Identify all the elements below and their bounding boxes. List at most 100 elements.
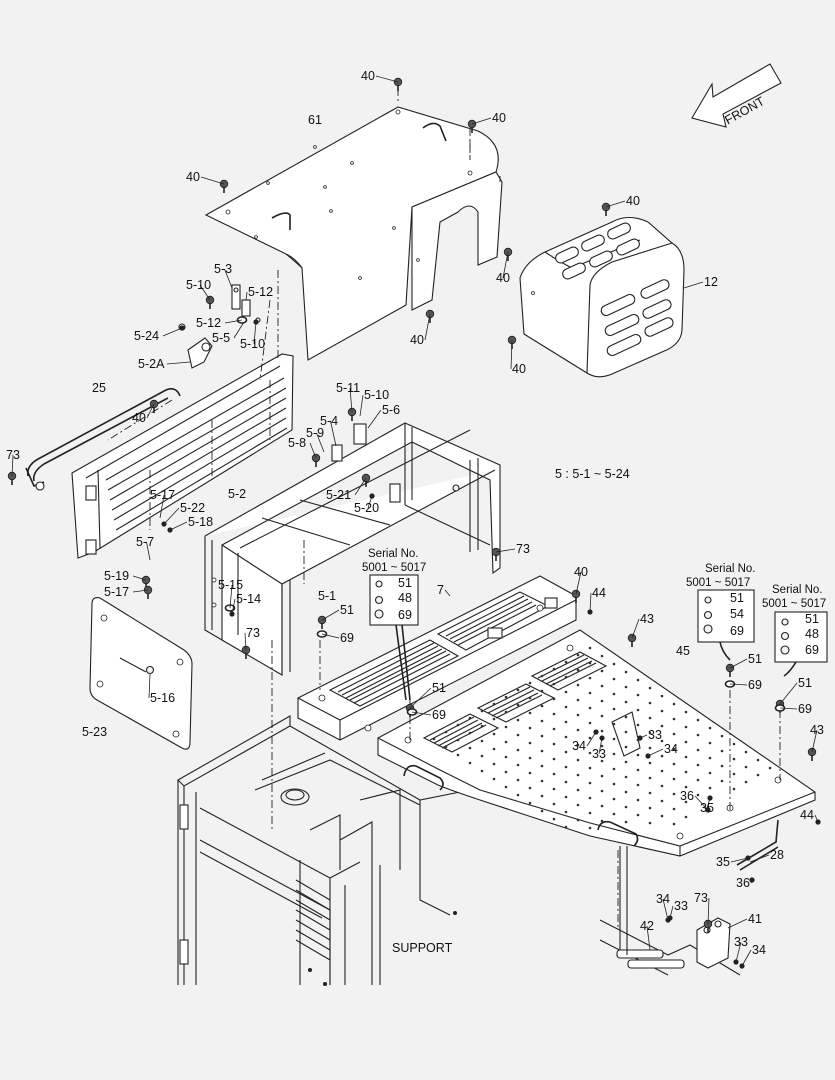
plate-hole xyxy=(588,826,592,830)
plate-hole xyxy=(492,702,496,706)
plate-hole xyxy=(720,779,724,783)
part-callout-label: 44 xyxy=(592,586,606,600)
callout-leader xyxy=(321,633,340,639)
plate-hole xyxy=(600,759,604,763)
plate-hole xyxy=(696,763,700,767)
plate-hole xyxy=(588,766,592,770)
plate-hole xyxy=(576,773,580,777)
plate-hole xyxy=(720,764,724,768)
plate-hole xyxy=(528,726,532,730)
part-callout-label: 73 xyxy=(246,626,260,640)
plate-hole xyxy=(648,791,652,795)
part-callout-label: 34 xyxy=(752,943,766,957)
plate-hole xyxy=(708,726,712,730)
serial-box-range: 5001 ~ 5017 xyxy=(362,562,426,574)
plate-hole xyxy=(648,716,652,720)
plate-hole xyxy=(600,729,604,733)
plate-hole xyxy=(588,706,592,710)
plate-hole xyxy=(576,683,580,687)
callout-leader xyxy=(309,442,317,459)
callout-leader xyxy=(683,281,704,289)
callout-leader xyxy=(224,268,233,289)
plate-hole xyxy=(696,718,700,722)
callout-leader xyxy=(605,200,626,208)
serial-box-1: Serial No. 5001 ~ 5017 51 48 69 xyxy=(362,548,426,701)
plate-hole xyxy=(456,738,460,742)
callout-leader xyxy=(316,432,325,453)
part-callout-label: 35 xyxy=(700,801,714,815)
plate-hole xyxy=(624,730,628,734)
plate-hole xyxy=(672,762,676,766)
plate-hole xyxy=(648,731,652,735)
part-callout-label: 5-12 xyxy=(196,316,221,330)
plate-hole xyxy=(480,709,484,713)
serial-box-title: Serial No. xyxy=(705,563,756,575)
plate-hole xyxy=(588,811,592,815)
plate-hole xyxy=(648,761,652,765)
plate-hole xyxy=(612,737,616,741)
plate-hole xyxy=(600,744,604,748)
frame xyxy=(204,422,501,676)
plate-hole xyxy=(504,785,508,789)
part-callout-label: 33 xyxy=(648,728,662,742)
plate-hole xyxy=(516,778,520,782)
plate-hole xyxy=(636,768,640,772)
part-callout-label: 73 xyxy=(516,542,530,556)
part-callout-label: 5-9 xyxy=(306,426,324,440)
callout-leader xyxy=(367,409,382,429)
callout-leader xyxy=(598,737,603,755)
plate-hole xyxy=(540,779,544,783)
slot-row xyxy=(422,651,608,753)
plate-hole xyxy=(504,770,508,774)
part-callout-label: 5-17 xyxy=(104,585,129,599)
part-callout-label: 45 xyxy=(676,644,690,658)
callout-leader xyxy=(162,327,183,337)
support-frame xyxy=(177,715,471,986)
plate-hole xyxy=(576,728,580,732)
part-callout-label: 40 xyxy=(496,271,510,285)
plate-hole xyxy=(588,676,592,680)
plate-hole xyxy=(612,722,616,726)
part-callout-label: 5-12 xyxy=(248,285,273,299)
plate-hole xyxy=(588,661,592,665)
plate-hole xyxy=(528,711,532,715)
plate-hole xyxy=(588,736,592,740)
callout-leader xyxy=(375,75,399,83)
plate-hole xyxy=(564,750,568,754)
plate-hole xyxy=(600,804,604,808)
range-note: 5 : 5-1 ~ 5-24 xyxy=(555,467,630,481)
plate-hole xyxy=(612,752,616,756)
floor-plate-main xyxy=(377,629,816,857)
plate-hole xyxy=(600,774,604,778)
plate-hole xyxy=(708,741,712,745)
plate-hole xyxy=(564,660,568,664)
part-callout-label: 5-10 xyxy=(186,278,211,292)
part-callout-label: 51 xyxy=(432,681,446,695)
plate-hole xyxy=(648,686,652,690)
plate-hole xyxy=(576,653,580,657)
serial-box-part: 51 xyxy=(805,612,819,626)
grille-a xyxy=(328,639,460,707)
plate-hole xyxy=(732,787,736,791)
side-panel xyxy=(89,597,193,750)
plate-hole xyxy=(564,810,568,814)
part-callout-label: 51 xyxy=(798,676,812,690)
callout-leader xyxy=(11,454,14,477)
callout-leader xyxy=(166,361,191,365)
part-callout-label: 43 xyxy=(640,612,654,626)
plate-hole xyxy=(720,734,724,738)
plate-hole xyxy=(504,695,508,699)
plate-hole xyxy=(756,773,760,777)
part-callout-label: 40 xyxy=(361,69,375,83)
plate-hole xyxy=(492,732,496,736)
plate-hole xyxy=(660,754,664,758)
plate-hole xyxy=(540,749,544,753)
part-callout-label: 5-16 xyxy=(150,691,175,705)
part-callout-label: 5-3 xyxy=(214,262,232,276)
plate-hole xyxy=(612,677,616,681)
plate-hole xyxy=(612,797,616,801)
plate-hole xyxy=(660,769,664,773)
plate-hole xyxy=(504,710,508,714)
plate-hole xyxy=(576,668,580,672)
plate-hole xyxy=(612,782,616,786)
